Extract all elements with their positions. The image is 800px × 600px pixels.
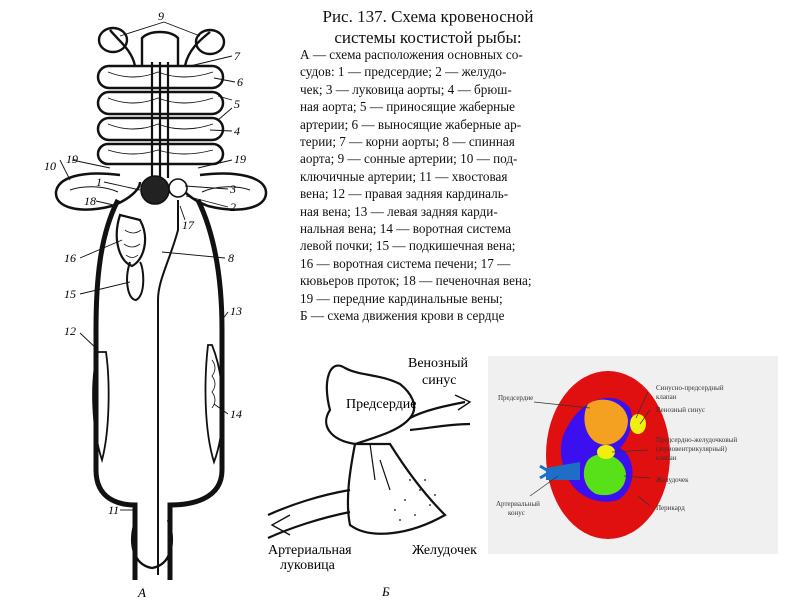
label-heart-atrium: Предсердие [498, 394, 533, 402]
label-17: 17 [182, 218, 195, 232]
carotid-arteries [97, 26, 226, 67]
av-valve-shape [597, 445, 615, 459]
label-11: 11 [108, 503, 119, 517]
label-sinoatrial-valve-2: клапан [656, 393, 677, 401]
caption-line: 19 — передние кардинальные вены; [300, 290, 503, 306]
diagram-b: Венозный синус Предсердие Артериальная л… [267, 356, 477, 599]
panel-letter-a: А [137, 585, 146, 600]
diagram-a: 9 7 6 5 4 10 19 19 1 3 18 2 17 16 8 15 1… [44, 9, 268, 600]
label-arterial-bulb-1: Артериальная [268, 543, 352, 558]
label-18: 18 [84, 194, 96, 208]
label-1: 1 [96, 175, 102, 189]
liver-portal [115, 213, 147, 268]
caption-line: терии; 7 — корни аорты; 8 — спинная [300, 134, 515, 150]
label-7: 7 [234, 49, 241, 63]
caption-line: чек; 3 — луковица аорты; 4 — брюш- [300, 81, 512, 97]
subintestinal-vein [126, 261, 145, 302]
label-4: 4 [234, 124, 240, 138]
caudal-vein [130, 519, 174, 570]
kidney-left [204, 344, 224, 465]
caption-line: судов: 1 — предсердие; 2 — желудо- [300, 64, 507, 80]
kidney-right [92, 351, 110, 464]
dorsal-aorta [157, 200, 179, 575]
atrium-outline [325, 364, 416, 446]
label-heart-venous-sinus: Венозный синус [656, 406, 705, 414]
arterial-cone-shape [546, 462, 580, 480]
label-sinoatrial-valve-1: Синусно-предсердный [656, 384, 724, 392]
caption-line: левой почки; 15 — подкишечная вена; [300, 238, 516, 254]
label-16: 16 [64, 251, 76, 265]
label-arterial-bulb-2: луковица [280, 558, 336, 573]
label-19-right: 19 [234, 152, 246, 166]
atrium-shape [584, 399, 628, 445]
label-venous-sinus-1: Венозный [408, 356, 468, 371]
cardinal-vein-right [93, 198, 138, 580]
caption-line: ная аорта; 5 — приносящие жаберные [300, 99, 515, 115]
label-venous-sinus-2: синус [422, 373, 456, 388]
label-15: 15 [64, 287, 76, 301]
caption-line: 16 — воротная система печени; 17 — [300, 255, 511, 271]
panel-letter-b: Б [381, 584, 390, 599]
label-13: 13 [230, 304, 242, 318]
label-10: 10 [44, 159, 56, 173]
label-19-left: 19 [66, 152, 78, 166]
venous-sinus-outline [409, 400, 471, 432]
arterial-bulb-outline [267, 488, 351, 540]
caption-title-line-1: Рис. 137. Схема кровеносной [322, 7, 534, 26]
label-arterial-cone-1: Артериальный [496, 500, 540, 508]
label-3: 3 [229, 182, 236, 196]
label-av-valve-2: (атриовентрикулярный) [656, 445, 728, 453]
caption-title-line-2: системы костистой рыбы: [334, 28, 522, 47]
label-5: 5 [234, 97, 240, 111]
figure-caption-body: А — схема расположения основных со- судо… [300, 46, 540, 325]
label-pericardium: Перикард [656, 504, 685, 512]
label-av-valve-3: клапан [656, 454, 677, 462]
caption-line: кювьеров проток; 18 — печеночная вена; [300, 273, 532, 289]
label-av-valve-1: Предсердно-желудочковый [656, 436, 737, 444]
label-2: 2 [230, 200, 236, 214]
sinoatrial-valve-shape [630, 414, 646, 434]
caption-line: ная вена; 13 — левая задняя карди- [300, 203, 498, 219]
caption-line: А — схема расположения основных со- [300, 47, 523, 62]
heart-color-diagram: Предсердие Синусно-предсердный клапан Ве… [488, 356, 778, 554]
caption-line: артерии; 6 — выносящие жаберные ар- [300, 116, 522, 132]
figure-caption-title: Рис. 137. Схема кровеносной системы кост… [318, 6, 538, 48]
label-atrium: Предсердие [346, 397, 417, 412]
heart [140, 175, 188, 205]
label-ventricle: Желудочек [412, 543, 477, 558]
label-heart-ventricle: Желудочек [656, 476, 689, 484]
caption-line: аорта; 9 — сонные артерии; 10 — под- [300, 151, 518, 167]
ventricle-outline [346, 442, 447, 535]
label-6: 6 [237, 75, 243, 89]
caption-line: Б — схема движения крови в сердце [300, 308, 505, 324]
caption-line: ключичные артерии; 11 — хвостовая [300, 168, 508, 184]
label-arterial-cone-2: конус [508, 509, 525, 517]
caption-line: нальная вена; 14 — воротная система [300, 221, 512, 237]
ventral-aorta [150, 62, 170, 178]
label-12: 12 [64, 324, 76, 338]
label-9: 9 [158, 9, 164, 23]
label-8: 8 [228, 251, 234, 265]
label-14: 14 [230, 407, 242, 421]
subclavian-loops [54, 172, 268, 211]
cardinal-vein-left [167, 198, 225, 580]
caption-line: вена; 12 — правая задняя кардиналь- [300, 186, 509, 202]
ventricle-shape [583, 454, 626, 496]
